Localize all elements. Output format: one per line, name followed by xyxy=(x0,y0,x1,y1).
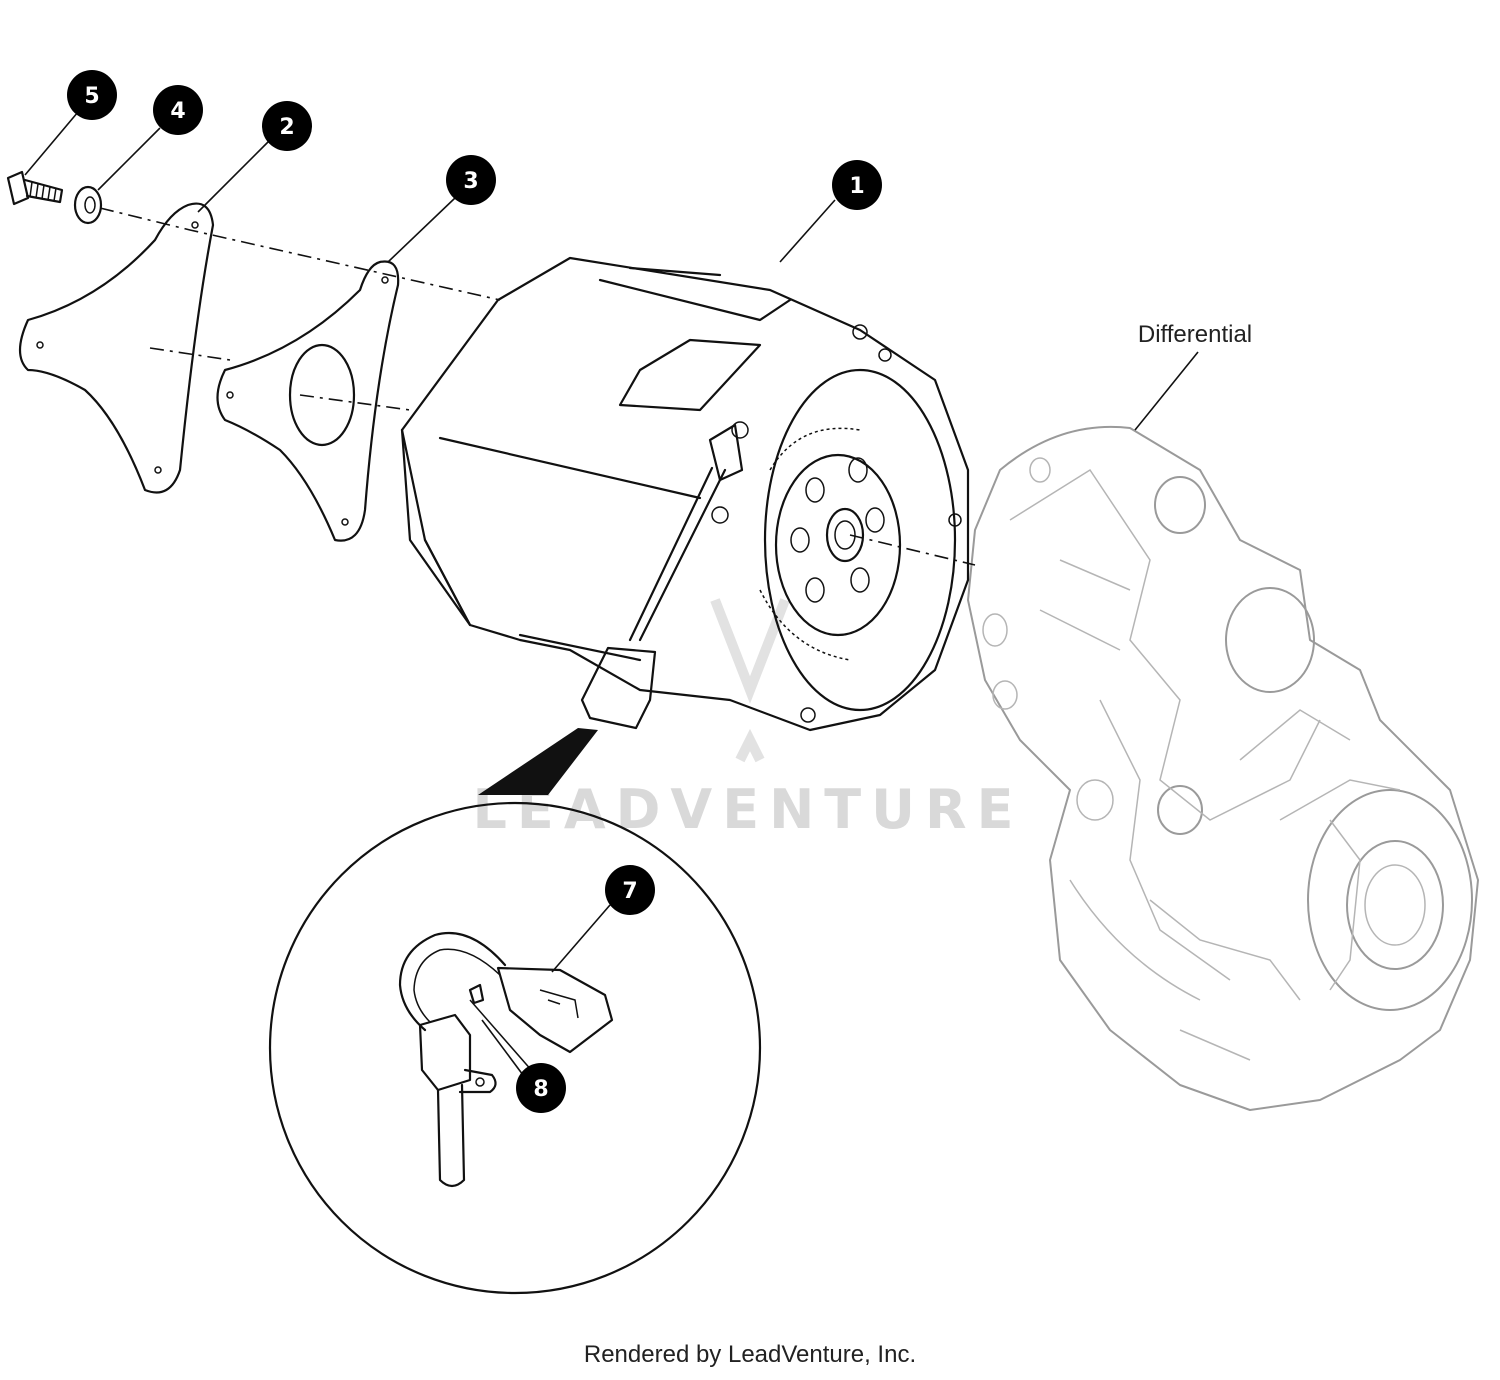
callout-5-number: 5 xyxy=(84,84,99,109)
callout-3: 3 xyxy=(446,155,496,205)
callout-3-number: 3 xyxy=(463,169,478,194)
callout-8: 8 xyxy=(516,1063,566,1113)
callout-5: 5 xyxy=(67,70,117,120)
part-5-screw xyxy=(6,170,64,206)
part-3-plate xyxy=(216,260,400,542)
differential-label: Differential xyxy=(1138,321,1252,348)
watermark-text: LEADVENTURE xyxy=(473,778,1024,841)
detail-circle xyxy=(268,728,762,1295)
callout-4-number: 4 xyxy=(170,99,185,124)
motor-drawing xyxy=(400,256,970,732)
callout-1: 1 xyxy=(832,160,882,210)
watermark: LEADVENTURE xyxy=(473,598,1024,841)
sensor-detail xyxy=(398,931,614,1188)
callout-2: 2 xyxy=(262,101,312,151)
part-4-washer xyxy=(73,185,103,225)
callout-8-number: 8 xyxy=(533,1077,548,1102)
leader-lines xyxy=(24,111,1199,1076)
differential-drawing xyxy=(967,425,1479,1111)
rendered-by-credit: Rendered by LeadVenture, Inc. xyxy=(584,1341,916,1368)
callout-7-number: 7 xyxy=(622,879,637,904)
explosion-axis-lines xyxy=(99,207,976,566)
part-2-plate xyxy=(18,202,215,494)
callout-7: 7 xyxy=(605,865,655,915)
callout-1-number: 1 xyxy=(849,174,864,199)
callout-2-number: 2 xyxy=(279,115,294,140)
callout-4: 4 xyxy=(153,85,203,135)
